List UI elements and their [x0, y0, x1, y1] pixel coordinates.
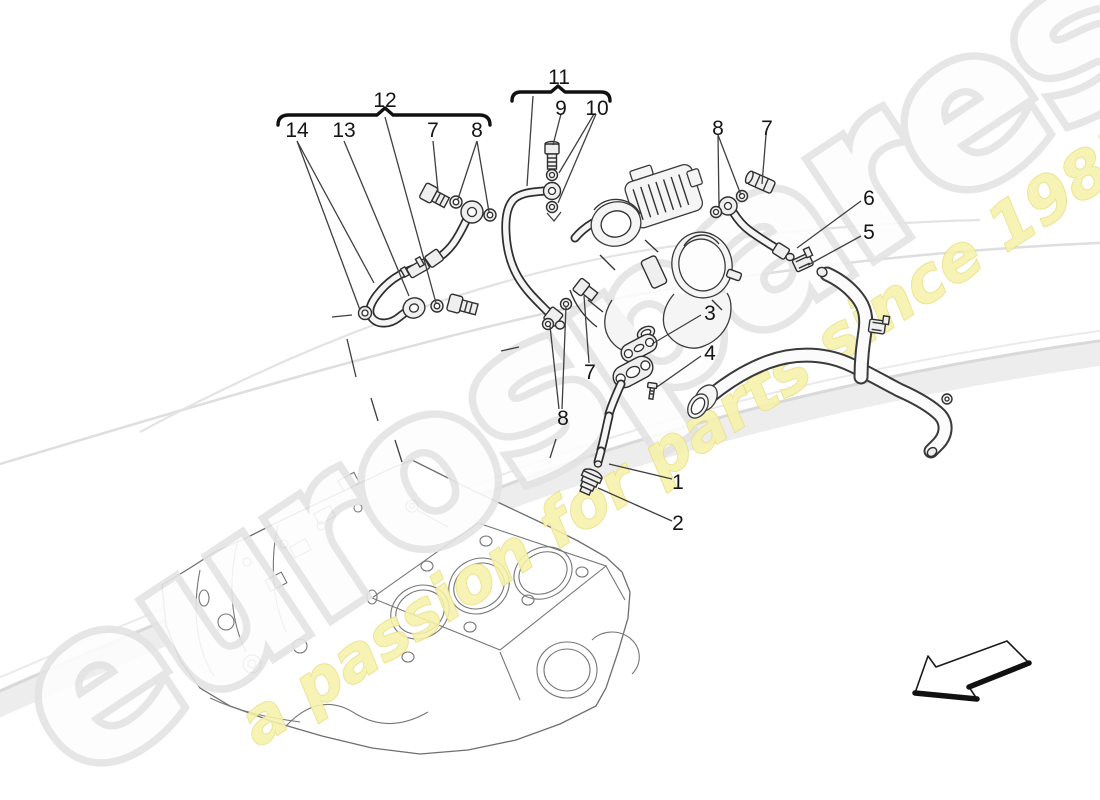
- callout-9: 9: [555, 97, 567, 120]
- bracket-group-12: [276, 106, 492, 127]
- callout-11: 11: [548, 66, 570, 89]
- screw-4: [646, 381, 658, 400]
- callout-2: 2: [672, 512, 684, 535]
- callout-14: 14: [285, 119, 309, 142]
- bolt-9: [544, 140, 560, 170]
- banjo-bolt-installed-group: [541, 277, 599, 331]
- callout-6: 6: [863, 187, 875, 210]
- callout-1: 1: [672, 471, 684, 494]
- callout-labels: 12 14 13 7 8 11 9 10 8 7 6 5 3 4 7 8 1 2: [285, 66, 875, 535]
- bolt-7-left: [419, 182, 451, 209]
- oil-pipe-top-group: [501, 140, 566, 330]
- callout-4: 4: [704, 342, 716, 365]
- leader-break-dashes: [331, 314, 557, 463]
- fitting-7-right: [744, 170, 776, 194]
- hose-clamp-5: [791, 246, 814, 273]
- callout-8-right: 8: [712, 117, 724, 140]
- callout-10: 10: [585, 97, 608, 120]
- callout-8-mid: 8: [557, 407, 569, 430]
- drain-group: [579, 333, 658, 497]
- oil-pipe-right-group: [709, 170, 795, 262]
- leader-lines: [296, 95, 862, 522]
- plug-2: [579, 468, 603, 497]
- oil-pipe-left-group: [357, 182, 497, 328]
- turbocharger-drawing: [569, 163, 743, 354]
- bracket-group-11: [510, 84, 612, 103]
- callout-7-left: 7: [427, 119, 439, 142]
- callout-5: 5: [863, 221, 875, 244]
- bolt-left-lower: [446, 293, 479, 316]
- callout-12: 12: [373, 89, 396, 112]
- callout-8-left: 8: [471, 119, 483, 142]
- hose-clamp-branch: [867, 315, 891, 335]
- callout-7-mid: 7: [584, 361, 596, 384]
- engine-block-drawing: [161, 459, 640, 755]
- insert-direction-mark: [546, 211, 562, 223]
- watermark-swoosh: [0, 218, 1100, 718]
- callout-7-right: 7: [761, 117, 773, 140]
- coolant-hose-drawing: [687, 246, 953, 459]
- callout-13: 13: [332, 119, 355, 142]
- callout-3: 3: [704, 302, 716, 325]
- direction-arrow-icon: [912, 640, 1032, 702]
